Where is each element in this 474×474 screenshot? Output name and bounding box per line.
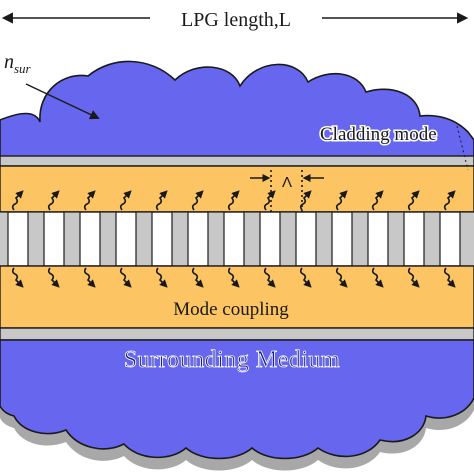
upper-outer-band — [0, 155, 474, 167]
upper-coupling-arrows — [11, 190, 456, 211]
grating-stripe — [99, 211, 117, 267]
lower-outer-band — [0, 327, 474, 341]
grating-stripe — [315, 211, 333, 267]
grating-arrow-icon — [155, 190, 168, 211]
upper-cladding — [0, 165, 474, 213]
n-sur-label: nsur — [4, 51, 32, 76]
grating-arrow-icon — [263, 267, 276, 288]
grating-arrow-icon — [11, 267, 24, 288]
surrounding-medium-label: Surrounding Medium — [124, 347, 340, 373]
period-label: Λ — [282, 174, 292, 191]
upper-cloud — [0, 60, 474, 161]
n-sur-subscript: sur — [14, 61, 32, 76]
grating-stripe — [171, 211, 189, 267]
n-sur-annotation: nsur — [4, 51, 100, 120]
grating-arrow-icon — [299, 190, 312, 211]
grating-arrow-icon — [47, 267, 60, 288]
grating-stripe — [459, 211, 474, 267]
grating-stripe — [135, 211, 153, 267]
grating-stripe — [0, 211, 9, 267]
grating-arrow-icon — [443, 267, 456, 288]
cladding-mode-label: Cladding mode — [320, 124, 437, 145]
n-sur-base: n — [4, 51, 14, 73]
grating-stripe — [27, 211, 45, 267]
grating-arrow-icon — [263, 190, 276, 211]
length-dimension: LPG length,L — [1, 9, 469, 31]
grating-stripe — [243, 211, 261, 267]
grating-arrow-icon — [83, 267, 96, 288]
grating-stripe — [63, 211, 81, 267]
period-marker: Λ — [250, 170, 324, 214]
grating-arrow-icon — [227, 267, 240, 288]
lower-cladding — [0, 265, 474, 329]
grating-stripe — [351, 211, 369, 267]
grating-stripe — [423, 211, 441, 267]
grating-stripe — [207, 211, 225, 267]
grating-arrow-icon — [227, 190, 240, 211]
grating — [0, 211, 474, 267]
grating-arrow-icon — [407, 190, 420, 211]
grating-arrow-icon — [119, 190, 132, 211]
grating-arrow-icon — [443, 190, 456, 211]
grating-arrow-icon — [335, 190, 348, 211]
grating-arrow-icon — [371, 190, 384, 211]
lower-cloud — [0, 339, 474, 460]
length-label: LPG length,L — [181, 9, 291, 31]
grating-arrow-icon — [155, 267, 168, 288]
n-sur-pointer — [25, 83, 100, 120]
lower-coupling-arrows — [11, 267, 456, 288]
grating-arrow-icon — [371, 267, 384, 288]
grating-arrow-icon — [299, 267, 312, 288]
grating-arrow-icon — [11, 190, 24, 211]
grating-arrow-icon — [191, 190, 204, 211]
grating-arrow-icon — [119, 267, 132, 288]
grating-arrow-icon — [191, 267, 204, 288]
grating-stripe — [387, 211, 405, 267]
grating-arrow-icon — [407, 267, 420, 288]
mode-coupling-label: Mode coupling — [173, 299, 289, 320]
grating-arrow-icon — [47, 190, 60, 211]
grating-arrow-icon — [83, 190, 96, 211]
grating-arrow-icon — [335, 267, 348, 288]
grating-stripe — [279, 211, 297, 267]
